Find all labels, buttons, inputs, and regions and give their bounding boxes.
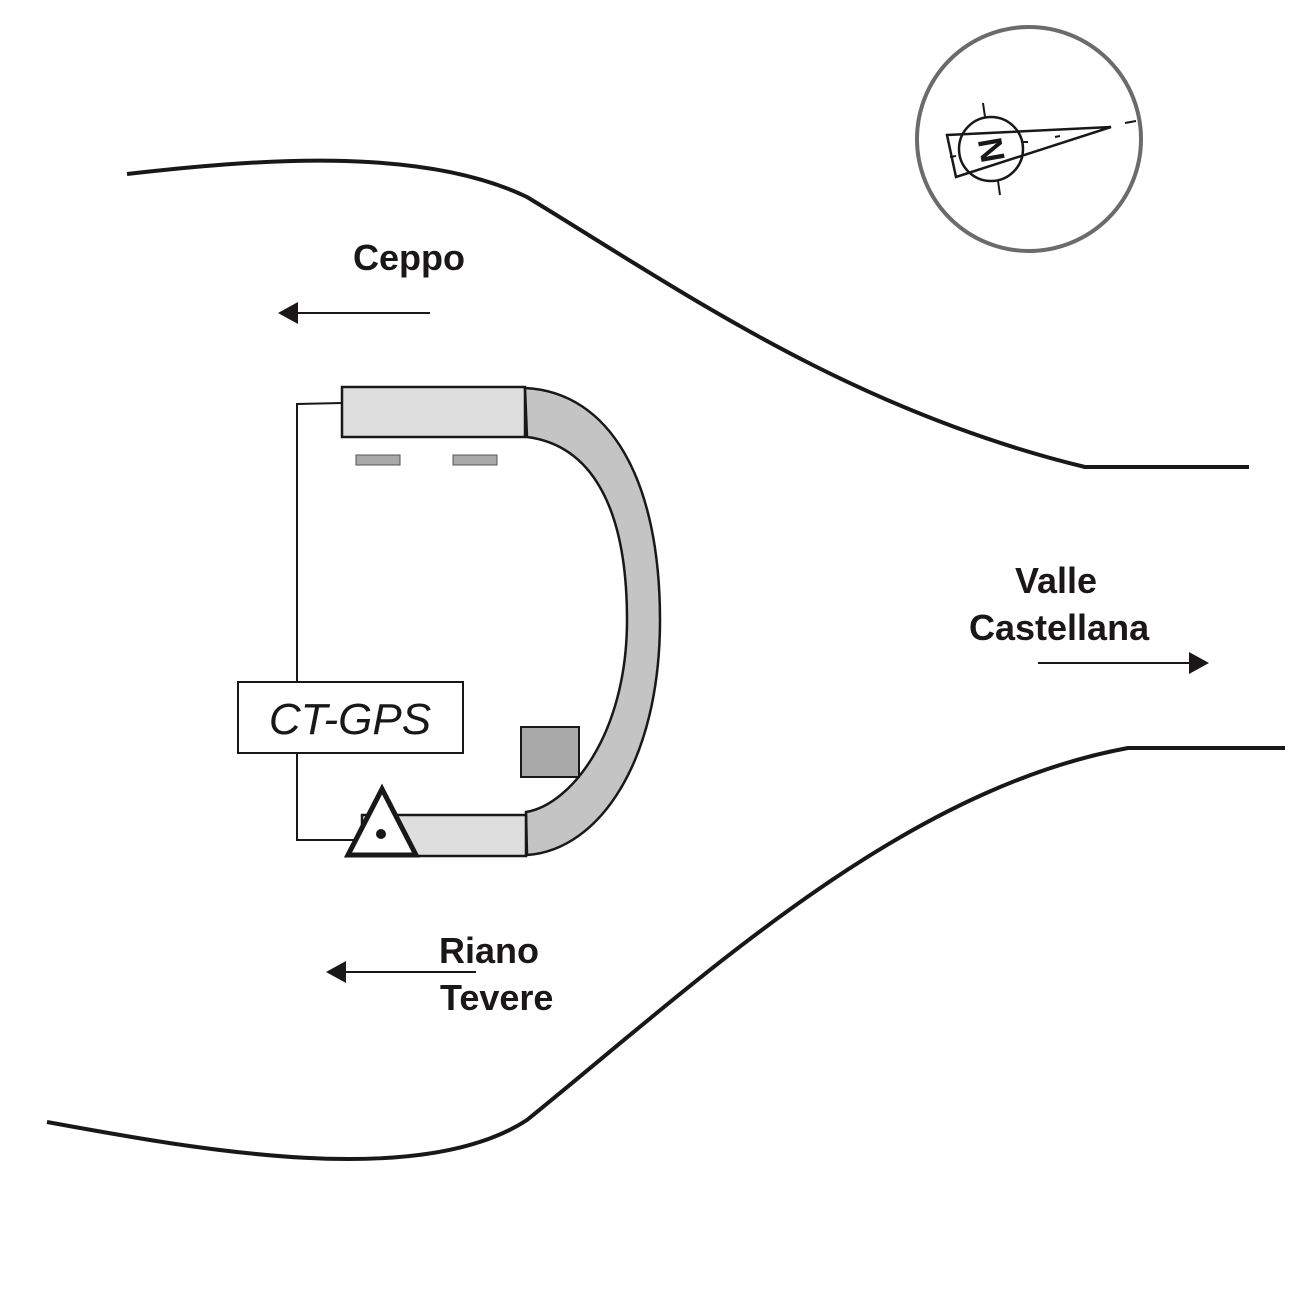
compass-north-label: N bbox=[971, 134, 1013, 165]
wall-top bbox=[340, 385, 527, 439]
direction-label-valle: Valle bbox=[1015, 560, 1097, 601]
station-label: CT-GPS bbox=[269, 695, 431, 744]
station-label-box bbox=[237, 681, 464, 754]
gps-station-triangle-icon bbox=[343, 783, 421, 858]
marker-square bbox=[520, 726, 580, 778]
marker-bar bbox=[355, 454, 401, 466]
arrow-left-icon bbox=[278, 302, 430, 324]
road-edge-north bbox=[126, 158, 1249, 469]
direction-label-ceppo: Ceppo bbox=[353, 237, 465, 278]
compass-icon: N bbox=[915, 25, 1143, 253]
direction-label-castellana: Castellana bbox=[969, 607, 1150, 648]
wall-curved bbox=[523, 386, 662, 857]
arrow-left-icon bbox=[326, 961, 476, 983]
direction-label-riano: Riano bbox=[439, 930, 539, 971]
station-cable bbox=[296, 402, 362, 841]
arrow-right-icon bbox=[1038, 652, 1209, 674]
direction-label-tevere: Tevere bbox=[440, 977, 553, 1018]
marker-bar bbox=[452, 454, 498, 466]
road-edge-south bbox=[46, 746, 1285, 1161]
